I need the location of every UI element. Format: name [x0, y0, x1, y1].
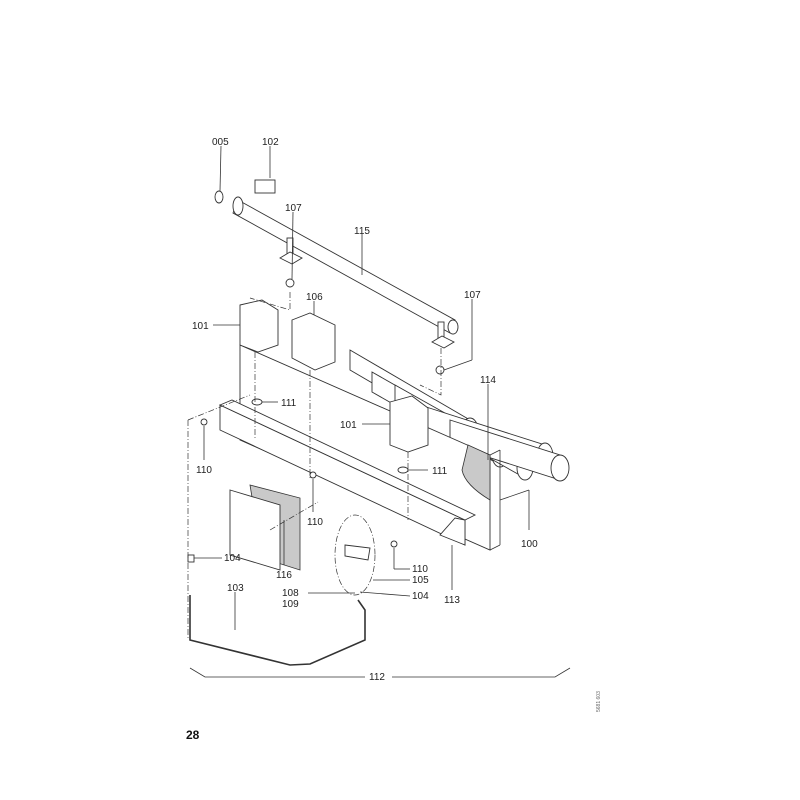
- gas-valves: [239, 299, 429, 453]
- pilot-tube: [189, 595, 366, 666]
- alignment-lines: [187, 292, 442, 640]
- manifold-rail: [218, 399, 477, 546]
- label-108: 108: [282, 588, 299, 599]
- drawing-code: 5681 603: [596, 691, 602, 712]
- label-110: 110: [307, 517, 323, 528]
- label-110: 110: [412, 564, 428, 575]
- label-112: 112: [369, 672, 385, 683]
- pilot-assembly: [334, 514, 376, 596]
- burner-tubes: [349, 349, 570, 482]
- label-110: 110: [196, 465, 212, 476]
- small-parts: [187, 179, 445, 563]
- label-103: 103: [227, 583, 244, 594]
- label-107: 107: [285, 203, 302, 214]
- label-113: 113: [444, 595, 460, 606]
- ignition-module: [291, 312, 336, 371]
- label-104: 104: [224, 553, 241, 564]
- label-105: 105: [412, 575, 429, 586]
- page-number: 28: [186, 728, 200, 742]
- label-101: 101: [340, 420, 357, 431]
- label-104: 104: [412, 591, 429, 602]
- part-labels: 005 102 107 115 107 106 101 114 111 101 …: [192, 137, 538, 683]
- label-100: 100: [521, 539, 538, 550]
- label-114: 114: [480, 375, 496, 386]
- label-005: 005: [212, 137, 229, 148]
- label-106: 106: [306, 292, 323, 303]
- cover: [229, 484, 301, 571]
- label-107: 107: [464, 290, 481, 301]
- gas-pipe: [232, 196, 459, 349]
- label-116: 116: [276, 570, 292, 581]
- label-111: 111: [281, 398, 297, 409]
- label-115: 115: [354, 226, 370, 237]
- label-102: 102: [262, 137, 279, 148]
- label-109: 109: [282, 599, 299, 610]
- label-111: 111: [432, 466, 448, 477]
- leader-lines: [189, 145, 571, 678]
- label-101: 101: [192, 321, 209, 332]
